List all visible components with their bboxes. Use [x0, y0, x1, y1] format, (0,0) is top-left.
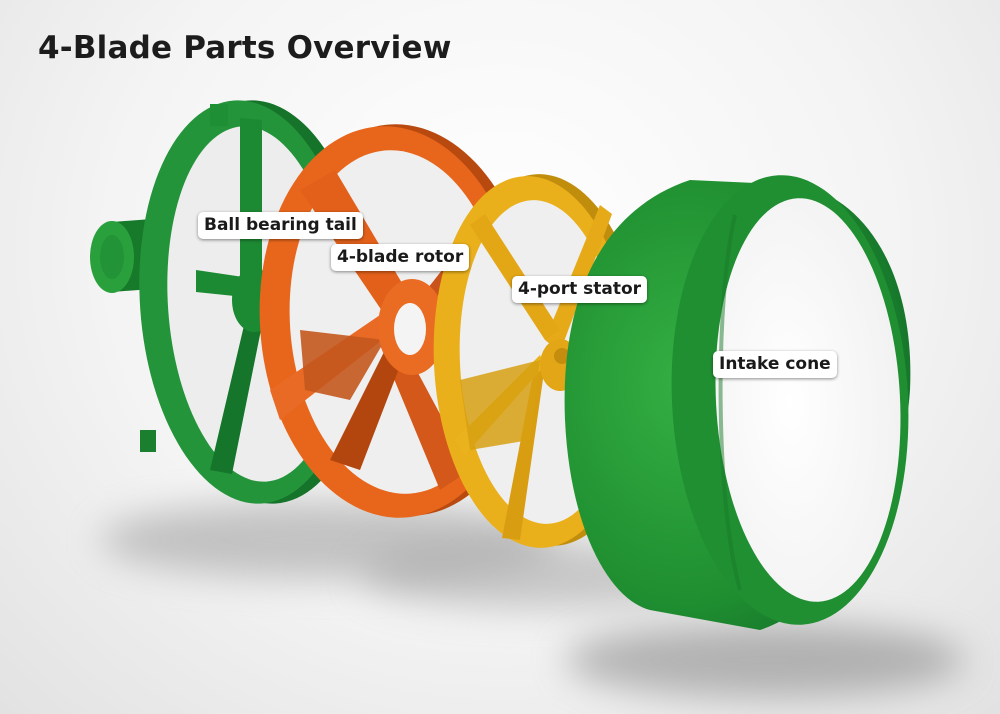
intake-cone-label: Intake cone	[713, 351, 837, 378]
four-port-stator-label: 4-port stator	[512, 276, 648, 303]
ball-bearing-tail-label: Ball bearing tail	[198, 212, 363, 239]
four-blade-rotor-label: 4-blade rotor	[331, 244, 470, 271]
intake-cone-part	[564, 175, 911, 630]
page-title: 4-Blade Parts Overview	[38, 30, 452, 66]
